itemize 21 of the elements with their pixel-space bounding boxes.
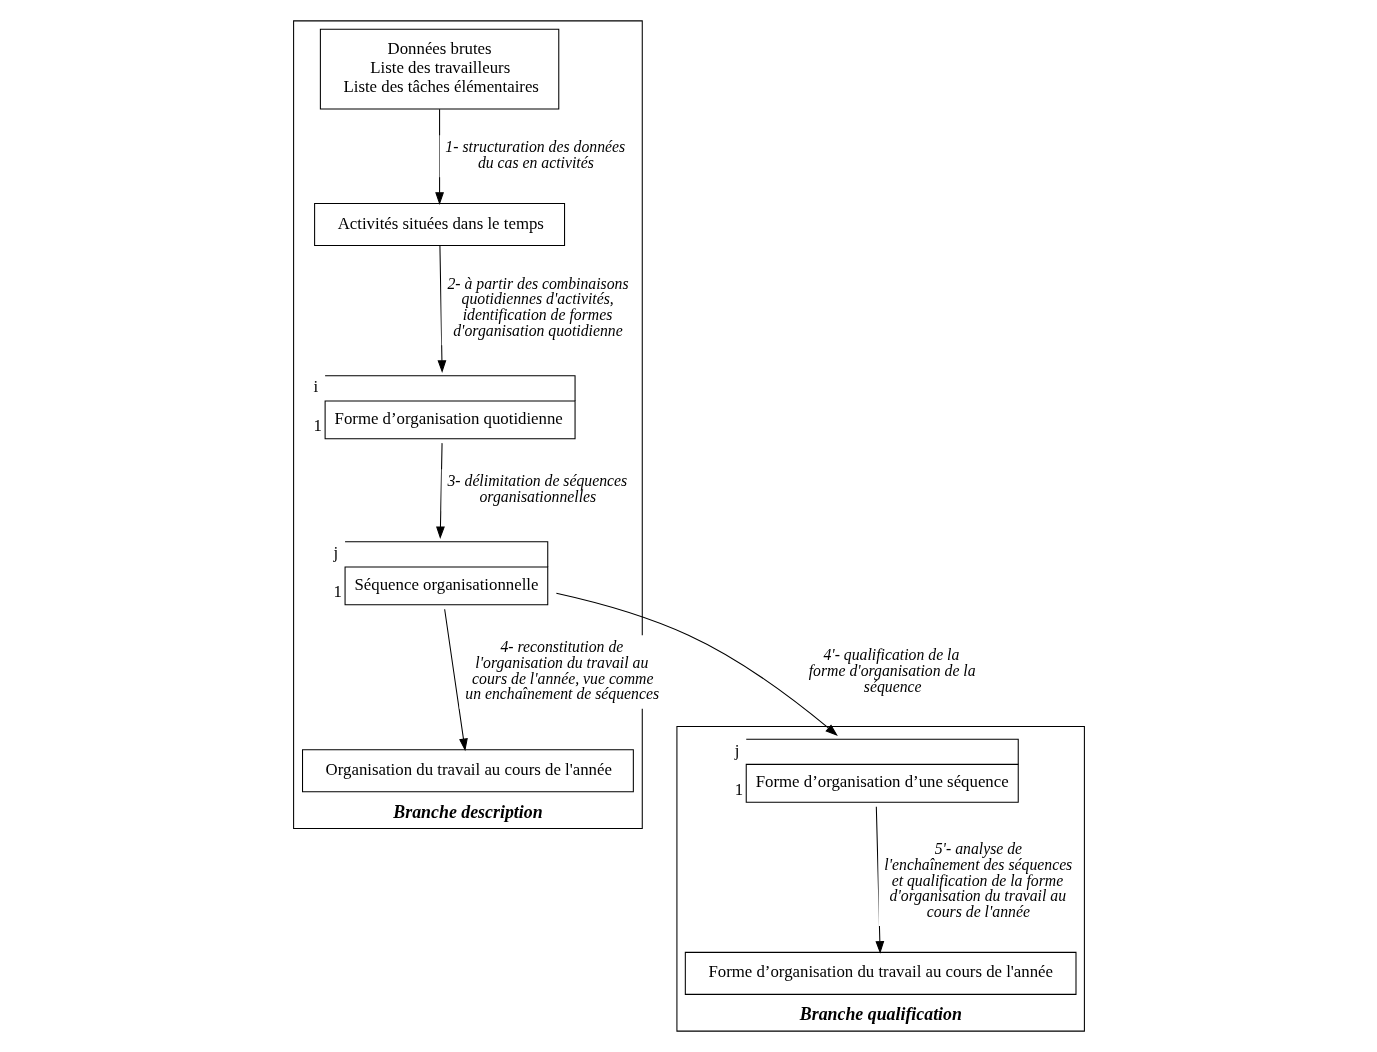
- arrow: [555, 592, 838, 736]
- edge-label: 4'- qualification de la forme d'organisation de la séquence: [808, 646, 976, 695]
- arrow: [435, 442, 445, 540]
- node-label: j: [734, 740, 739, 760]
- node-label: 1: [734, 779, 743, 799]
- node-label: 1: [333, 582, 342, 602]
- node-box: Activités situées dans le temps: [313, 203, 565, 247]
- edge-label: 2- à partir des combinaisons quotidiennes d'activités, identification de formes d'organisation quotidienne: [446, 274, 629, 339]
- node-box: Données brutes Liste des travailleurs Liste des tâches élémentaires: [319, 28, 559, 110]
- node-box: Organisation du travail au cours de l'année: [301, 749, 634, 793]
- arrow: [874, 806, 884, 954]
- arrow: [443, 608, 468, 752]
- node-box: Forme d’organisation du travail au cours de l'année: [684, 951, 1077, 995]
- node-label: i: [313, 377, 318, 397]
- arrow: [434, 108, 444, 205]
- edge-label: 1- structuration des données du cas en activités: [444, 138, 625, 171]
- node-label: j: [333, 543, 338, 563]
- node-label: 1: [313, 416, 322, 436]
- edge-label: 3- délimitation de séquences organisationnelles: [446, 472, 627, 505]
- edge-label: 5'- analyse de l'enchaînement des séquences et qualification de la forme d'organisation du travail au cours de l'année: [883, 840, 1072, 921]
- arrow: [437, 245, 446, 373]
